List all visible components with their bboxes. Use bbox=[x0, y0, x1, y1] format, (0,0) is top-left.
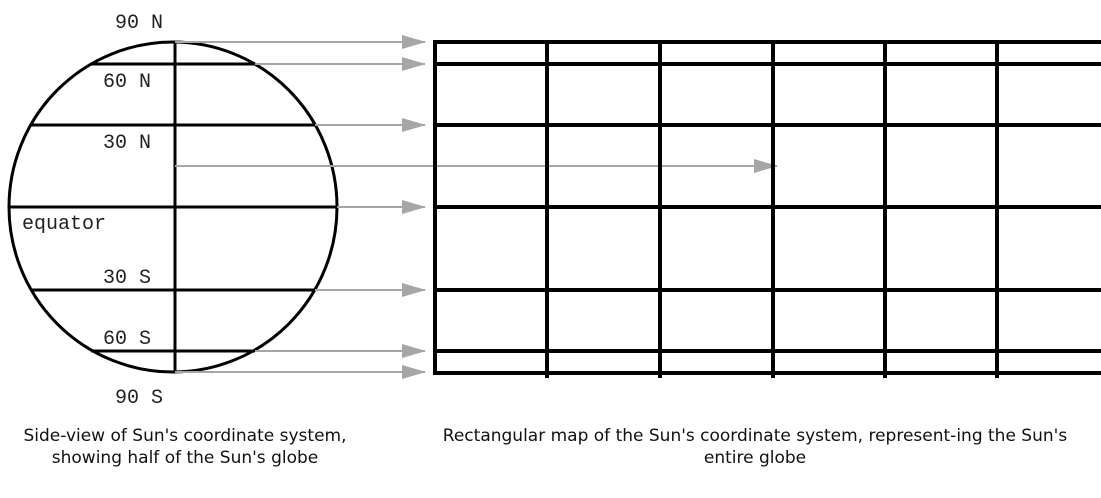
label-60s: 60 S bbox=[103, 328, 151, 351]
coordinate-diagram: 90 N 60 N 30 N equator 30 S 60 S 90 S bbox=[0, 0, 1101, 420]
label-30n: 30 N bbox=[103, 132, 151, 155]
label-60n: 60 N bbox=[103, 71, 151, 94]
label-90n: 90 N bbox=[115, 12, 163, 35]
label-equator: equator bbox=[22, 213, 106, 236]
caption-rectangular-map: Rectangular map of the Sun's coordinate … bbox=[430, 425, 1080, 469]
caption-side-view: Side-view of Sun's coordinate system, sh… bbox=[20, 425, 350, 469]
label-30s: 30 S bbox=[103, 267, 151, 290]
label-90s: 90 S bbox=[115, 387, 163, 410]
rectangular-map bbox=[435, 40, 1101, 378]
